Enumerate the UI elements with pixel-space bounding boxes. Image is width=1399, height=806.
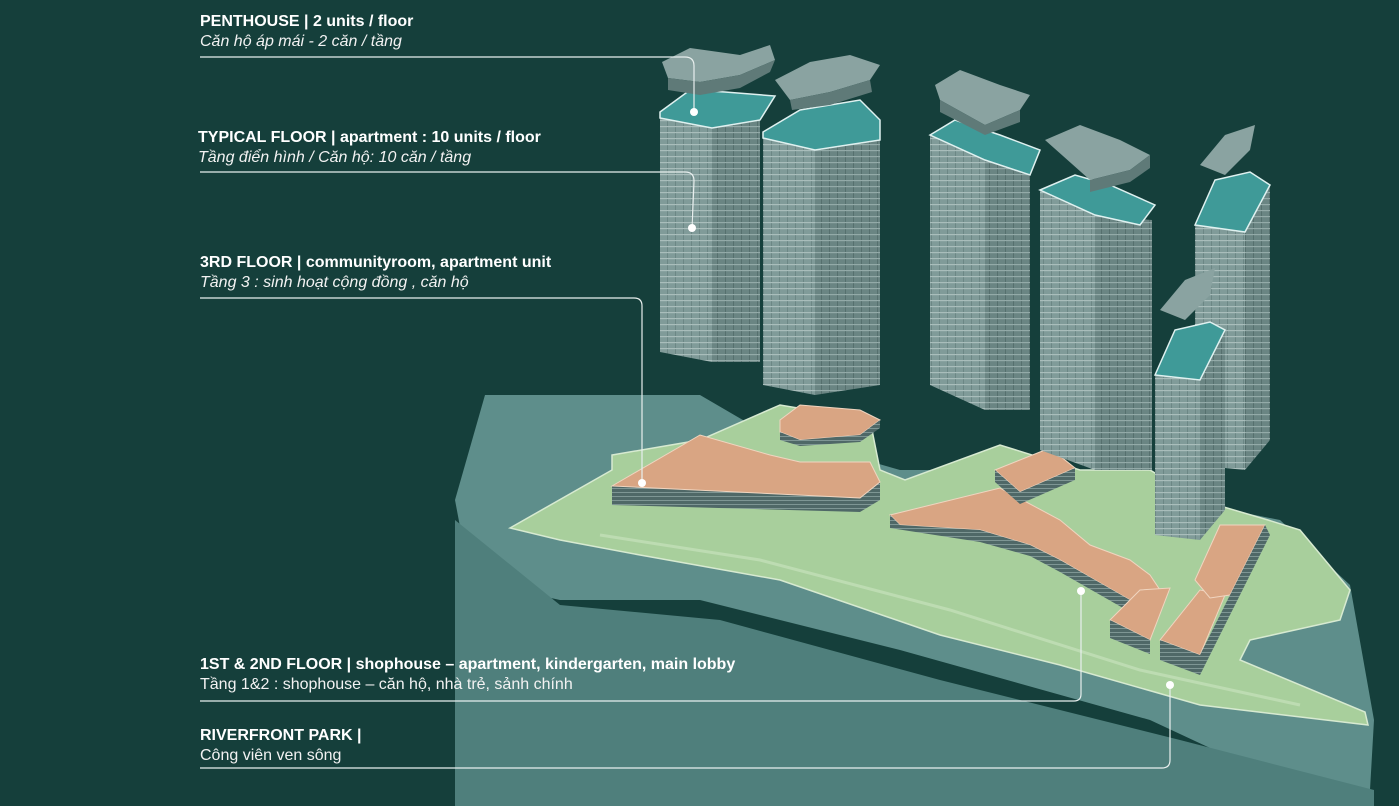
leader-lines: [200, 56, 1171, 769]
podium-right: [889, 447, 1270, 675]
label-third-floor-title: 3RD FLOOR | communityroom, apartment uni…: [200, 254, 552, 271]
river-lower: [455, 520, 1374, 806]
label-riverfront-park: RIVERFRONT PARK | Công viên ven sông: [200, 726, 362, 766]
label-penthouse-title: PENTHOUSE | 2 units / floor: [200, 13, 414, 30]
tower-4: [1038, 125, 1157, 470]
podium-left-roof: [610, 434, 881, 499]
tower-1: [659, 45, 777, 362]
label-typical-floor-title: TYPICAL FLOOR | apartment : 10 units / f…: [198, 129, 541, 146]
label-typical-floor: TYPICAL FLOOR | apartment : 10 units / f…: [198, 128, 541, 168]
label-first-second-floor-subtitle: Tầng 1&2 : shophouse – căn hộ, nhà trẻ, …: [200, 676, 573, 693]
label-first-second-floor-title: 1ST & 2ND FLOOR | shophouse – apartment,…: [200, 656, 736, 673]
tower-3: [928, 70, 1041, 410]
label-penthouse: PENTHOUSE | 2 units / floor Căn hộ áp má…: [200, 12, 413, 52]
label-third-floor-subtitle: Tầng 3 : sinh hoạt cộng đồng , căn hộ: [200, 274, 469, 291]
leader-dots: [638, 108, 1174, 689]
label-typical-floor-subtitle: Tầng điển hình / Căn hộ: 10 căn / tầng: [198, 149, 472, 166]
label-riverfront-park-subtitle: Công viên ven sông: [200, 747, 342, 764]
tower-2: [762, 55, 881, 395]
label-third-floor: 3RD FLOOR | communityroom, apartment uni…: [200, 253, 551, 293]
tower-6: [1153, 268, 1226, 540]
label-riverfront-park-title: RIVERFRONT PARK |: [200, 727, 362, 744]
park-path: [599, 533, 1301, 707]
podium-left: [610, 404, 881, 512]
label-penthouse-subtitle: Căn hộ áp mái - 2 căn / tầng: [200, 33, 402, 50]
label-first-second-floor: 1ST & 2ND FLOOR | shophouse – apartment,…: [200, 655, 735, 695]
